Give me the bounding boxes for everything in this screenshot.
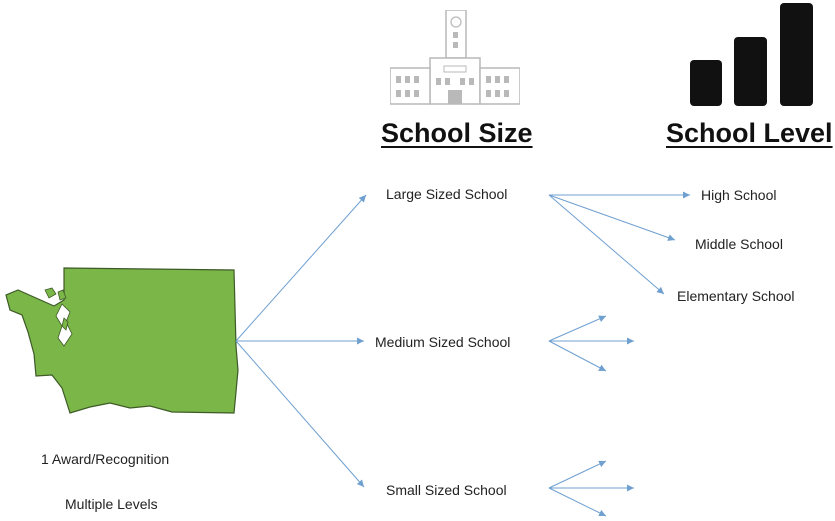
node-high-school: High School [701, 187, 777, 203]
arrow-medium-up [548, 315, 607, 342]
school-building-icon [390, 10, 520, 105]
node-elementary-school: Elementary School [677, 288, 795, 304]
school-level-heading: School Level [666, 118, 833, 148]
arrow-medium-down [548, 340, 607, 372]
node-large-school: Large Sized School [386, 186, 508, 202]
island [44, 287, 57, 299]
levels-note: Multiple Levels [65, 496, 158, 512]
bar-levels-icon [690, 3, 813, 106]
award-note: 1 Award/Recognition [41, 451, 170, 467]
island [57, 289, 67, 301]
arrow-to-small [235, 340, 365, 488]
arrow-small-down [548, 487, 607, 517]
school-size-heading: School Size [381, 118, 533, 148]
arrow-small-up [548, 460, 607, 489]
map-shape [5, 267, 239, 414]
island [61, 317, 69, 331]
node-small-school: Small Sized School [386, 482, 507, 498]
arrow-to-elementary [548, 194, 665, 295]
node-middle-school: Middle School [695, 236, 783, 252]
washington-state-map [5, 267, 239, 414]
arrow-to-middle [548, 194, 676, 241]
arrow-to-large [235, 194, 367, 342]
node-medium-school: Medium Sized School [375, 334, 511, 350]
